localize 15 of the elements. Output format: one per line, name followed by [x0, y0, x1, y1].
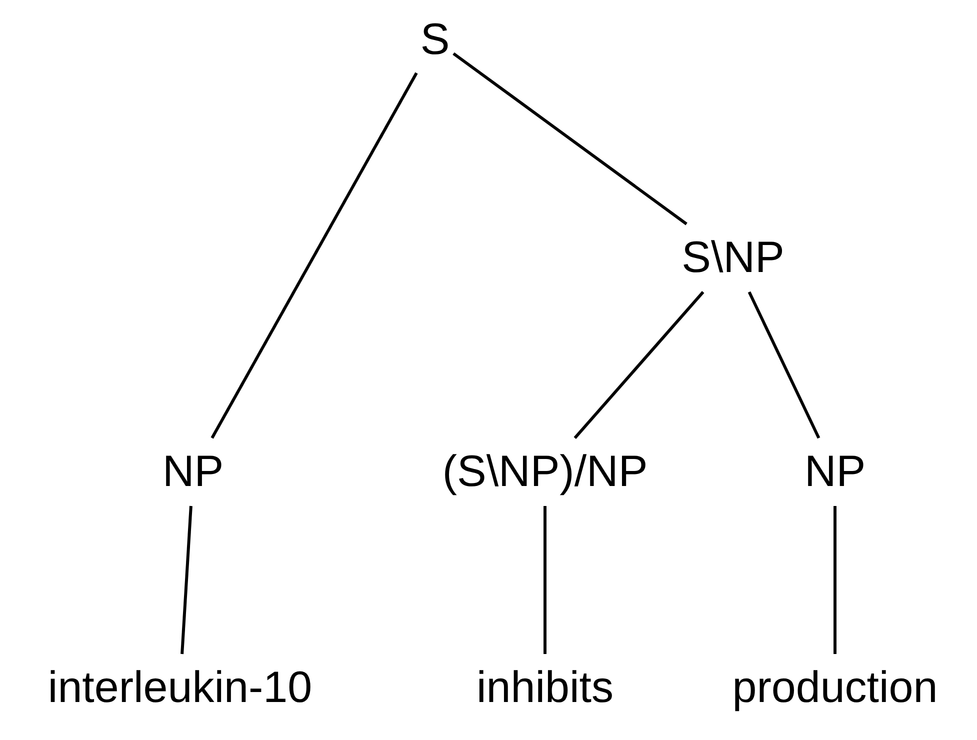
- tree-branch: [834, 506, 836, 654]
- tree-branch: [748, 291, 820, 439]
- tree-branch: [180, 506, 192, 654]
- tree-branch: [452, 52, 688, 226]
- tree-branch: [544, 506, 546, 654]
- tree-node-label: (S\NP)/NP: [442, 446, 648, 498]
- tree-branch: [210, 72, 418, 439]
- tree-node-label: NP: [162, 446, 224, 498]
- tree-node-label: S: [420, 14, 450, 66]
- tree-node-label: interleukin-10: [48, 662, 312, 714]
- tree-node-label: S\NP: [682, 232, 784, 284]
- tree-node-label: inhibits: [476, 662, 614, 714]
- tree-node-label: NP: [804, 446, 866, 498]
- tree-branch: [574, 291, 704, 439]
- tree-node-label: production: [732, 662, 938, 714]
